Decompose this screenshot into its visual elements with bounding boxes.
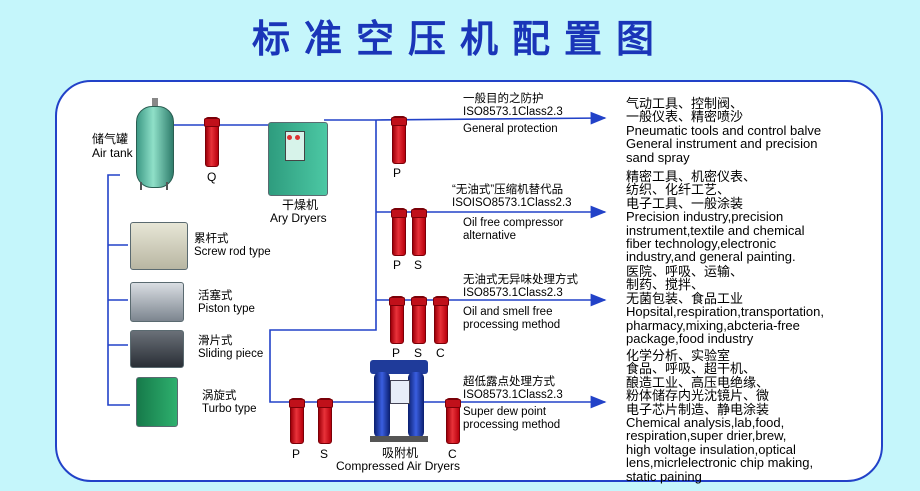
branch-1-en-0: General protection bbox=[463, 123, 558, 135]
filter-c-3 bbox=[433, 296, 449, 344]
branch-1-cn: 一般目的之防护 bbox=[463, 93, 544, 105]
filter-p-2 bbox=[391, 208, 407, 256]
uses-4: 化学分析、实验室 食品、呼吸、超干机、 酿造工业、高压电绝缘、 粉体储存内光沈镜… bbox=[626, 349, 813, 483]
branch-4-cn: 超低露点处理方式 bbox=[463, 376, 555, 388]
adsorption-label-en: Compressed Air Dryers bbox=[336, 459, 461, 473]
filter-s-2-letter: S bbox=[414, 258, 423, 272]
uses-2-line: 纺织、化纤工艺、 bbox=[626, 182, 731, 198]
branch-1-std: ISO8573.1Class2.3 bbox=[463, 106, 563, 118]
uses-4-line: 粉体储存内光沈镜片、微 bbox=[626, 388, 770, 404]
uses-1: 气动工具、控制阀、 一般仪表、精密喷沙 Pneumatic tools and … bbox=[626, 97, 821, 164]
filter-p-3-letter: P bbox=[392, 346, 401, 360]
adsorption-label-cn: 吸附机 bbox=[382, 446, 419, 460]
branch-4-en-1: processing method bbox=[463, 419, 561, 431]
uses-1-line: sand spray bbox=[626, 149, 690, 165]
piston-compressor bbox=[130, 282, 184, 322]
screw-compressor bbox=[130, 222, 188, 270]
filter-p-2-letter: P bbox=[393, 258, 402, 272]
filter-s-4-letter: S bbox=[320, 447, 329, 461]
filter-s-3 bbox=[411, 296, 427, 344]
uses-3-line: 无菌包装、食品工业 bbox=[626, 290, 744, 306]
filter-s-3-letter: S bbox=[414, 346, 423, 360]
filter-s-4 bbox=[317, 398, 333, 444]
uses-1-line: 一般仪表、精密喷沙 bbox=[626, 109, 744, 125]
uses-3-line: 制药、搅拌、 bbox=[626, 277, 705, 293]
compressor-label-en-3: Turbo type bbox=[202, 403, 257, 415]
uses-4-line: 电子芯片制造、静电涂装 bbox=[626, 401, 770, 417]
uses-4-line: 食品、呼吸、超干机、 bbox=[626, 361, 757, 377]
uses-2: 精密工具、机密仪表、 纺织、化纤工艺、 电子工具、一般涂装 Precision … bbox=[626, 170, 804, 264]
uses-4-line: static paining bbox=[626, 468, 702, 484]
branch-2-std: ISOISO8573.1Class2.3 bbox=[452, 197, 572, 209]
uses-3: 医院、呼吸、运输、 制药、搅拌、 无菌包装、食品工业 Hopsital,resp… bbox=[626, 264, 824, 347]
dryer-label-cn: 干燥机 bbox=[282, 198, 319, 212]
filter-p-1 bbox=[391, 116, 407, 164]
compressor-label-cn-2: 滑片式 bbox=[198, 335, 233, 347]
refrigerated-dryer bbox=[268, 122, 328, 196]
compressor-label-en-1: Piston type bbox=[198, 303, 255, 315]
uses-4-line: respiration,super drier,brew, bbox=[626, 428, 787, 444]
filter-p-3 bbox=[389, 296, 405, 344]
uses-1-line: 气动工具、控制阀、 bbox=[626, 96, 744, 111]
uses-4-line: lens,micrlelectronic chip making, bbox=[626, 455, 814, 471]
manifold-line bbox=[107, 174, 130, 406]
adsorption-dryer bbox=[368, 360, 430, 444]
sliding-vane-compressor bbox=[130, 330, 184, 368]
diagram-frame bbox=[55, 80, 883, 482]
uses-3-line: Hopsital,respiration,transportation, bbox=[626, 304, 824, 320]
dryer-label-en: Ary Dryers bbox=[270, 211, 327, 225]
compressor-label-cn-3: 涡旋式 bbox=[202, 390, 237, 402]
uses-2-line: Precision industry,precision bbox=[626, 209, 784, 225]
branch-3-std: ISO8573.1Class2.3 bbox=[463, 287, 563, 299]
uses-2-line: 精密工具、机密仪表、 bbox=[626, 169, 757, 184]
scroll-compressor bbox=[136, 377, 178, 427]
air-tank-label-en: Air tank bbox=[92, 146, 133, 160]
uses-2-line: industry,and general painting. bbox=[626, 249, 796, 265]
uses-3-line: package,food industry bbox=[626, 331, 754, 347]
filter-s-2 bbox=[411, 208, 427, 256]
uses-3-line: pharmacy,mixing,abcteria-free bbox=[626, 317, 800, 333]
uses-4-line: 酿造工业、高压电绝缘、 bbox=[626, 374, 770, 390]
branch-4-std: ISO8573.1Class2.3 bbox=[463, 389, 563, 401]
uses-4-line: Chemical analysis,lab,food, bbox=[626, 415, 785, 431]
uses-4-line: 化学分析、实验室 bbox=[626, 348, 731, 363]
page-title: 标准空压机配置图 bbox=[251, 17, 668, 61]
uses-2-line: 电子工具、一般涂装 bbox=[626, 195, 744, 211]
branch-3-en-0: Oil and smell free bbox=[463, 306, 553, 318]
uses-2-line: instrument,textile and chemical bbox=[626, 222, 805, 238]
uses-2-line: fiber technology,electronic bbox=[626, 236, 777, 252]
filter-q-letter: Q bbox=[207, 170, 217, 184]
compressor-label-cn-1: 活塞式 bbox=[198, 290, 233, 302]
air-tank bbox=[136, 98, 174, 190]
branch-4-en-0: Super dew point bbox=[463, 406, 547, 418]
branch-2-cn: “无油式”压缩机替代品 bbox=[452, 184, 564, 196]
compressor-label-cn-0: 累杆式 bbox=[194, 233, 229, 245]
filter-c-3-letter: C bbox=[436, 346, 445, 360]
air-tank-label-cn: 储气罐 bbox=[92, 132, 129, 146]
filter-p-4-letter: P bbox=[292, 447, 301, 461]
filter-c-4 bbox=[445, 398, 461, 444]
compressor-label-en-0: Screw rod type bbox=[194, 246, 271, 258]
filter-c-4-letter: C bbox=[448, 447, 457, 461]
compressor-label-en-2: Sliding piece bbox=[198, 348, 264, 360]
branch-3-cn: 无油式无异味处理方式 bbox=[463, 274, 578, 286]
filter-p-4 bbox=[289, 398, 305, 444]
uses-1-line: Pneumatic tools and control balve bbox=[626, 122, 822, 138]
branch-3-en-1: processing method bbox=[463, 319, 561, 331]
branch-2-en-0: Oil free compressor bbox=[463, 217, 564, 229]
uses-1-line: General instrument and precision bbox=[626, 136, 818, 152]
filter-p-1-letter: P bbox=[393, 166, 402, 180]
uses-3-line: 医院、呼吸、运输、 bbox=[626, 264, 744, 279]
uses-4-line: high voltage insulation,optical bbox=[626, 441, 796, 457]
filter-q bbox=[204, 117, 220, 167]
branch-2-en-1: alternative bbox=[463, 230, 517, 242]
